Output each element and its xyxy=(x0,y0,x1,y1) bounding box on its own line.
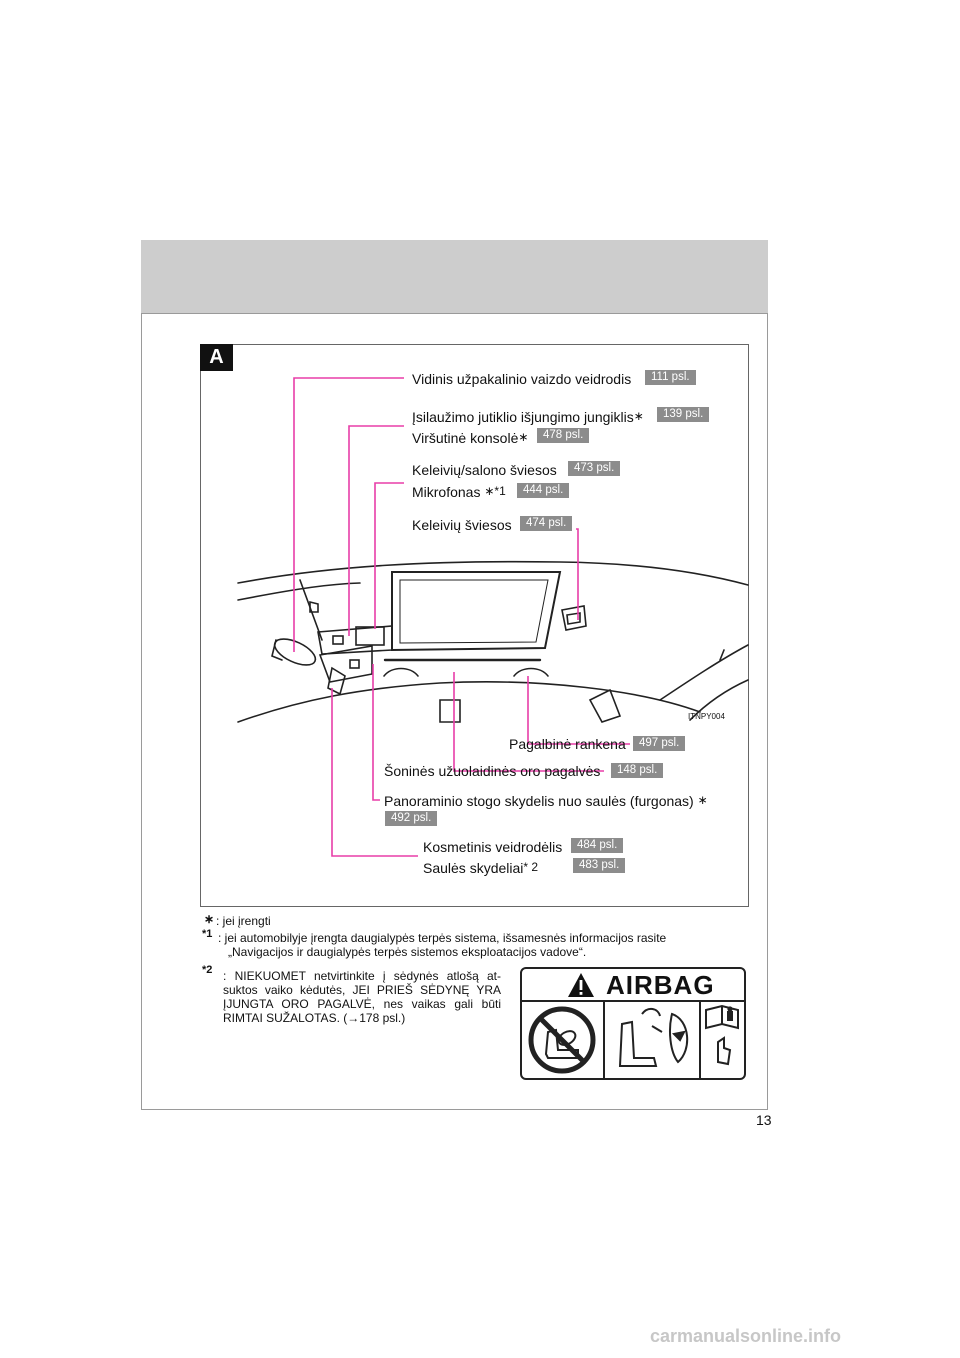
star-mark: * 2 xyxy=(523,860,539,874)
footnote-2-mark: *2 xyxy=(202,964,213,976)
page-ref-badge[interactable]: 473 psl. xyxy=(568,461,621,476)
page-number: 13 xyxy=(756,1112,772,1128)
star-mark: ∗ xyxy=(697,793,708,807)
airbag-pictograms xyxy=(528,1002,739,1078)
section-figure-box xyxy=(200,344,749,907)
airbag-deploy-icon xyxy=(618,1008,689,1067)
page-ref-badge[interactable]: 484 psl. xyxy=(571,838,624,853)
star-mark: ∗ xyxy=(518,430,529,444)
callout-sun-visors: Saulės skydeliai* 2 xyxy=(423,858,538,877)
footnote-1-text: : jei automobilyje įrengta daugialypės t… xyxy=(218,931,667,945)
footnote-optional: : jei įrengti xyxy=(216,914,271,928)
callout-intrusion-sensor-switch: Įsilaužimo jutiklio išjungimo jungiklis∗ xyxy=(412,407,644,426)
page-ref-badge[interactable]: 492 psl. xyxy=(385,811,438,826)
callout-personal-lights: Keleivių šviesos xyxy=(412,517,512,533)
leader-lines xyxy=(293,377,630,857)
no-child-seat-icon xyxy=(528,1006,596,1074)
callout-microphone: Mikrofonas ∗*1 xyxy=(412,482,506,501)
page-ref-badge[interactable]: 474 psl. xyxy=(520,516,573,531)
page-ref-badge[interactable]: 148 psl. xyxy=(611,763,664,778)
star-mark: ∗*1 xyxy=(484,484,506,498)
footnote-2-warning: : NIEKUOMET netvirtinkite į sėdynės atlo… xyxy=(223,969,501,1025)
callout-vanity-mirror: Kosmetinis veidrodėlis xyxy=(423,839,563,855)
callout-text: Įsilaužimo jutiklio išjungimo jungiklis xyxy=(412,409,634,425)
section-tag: A xyxy=(200,344,233,371)
callout-rearview-mirror: Vidinis užpakalinio vaizdo veidrodis xyxy=(412,371,632,387)
page-ref-badge[interactable]: 478 psl. xyxy=(537,428,590,443)
watermark: carmanualsonline.info xyxy=(650,1326,842,1346)
callout-text: Viršutinė konsolė xyxy=(412,430,519,446)
footnote-1-text-cont: „Navigacijos ir daugialypės terpės siste… xyxy=(228,945,587,959)
footnote-1-mark: *1 xyxy=(202,928,213,940)
page-ref-badge[interactable]: 139 psl. xyxy=(657,407,710,422)
star-mark: ∗ xyxy=(633,409,644,423)
figure-code: ITNPY004 xyxy=(688,712,725,721)
read-manual-icon xyxy=(705,1004,739,1066)
airbag-label-header: AIRBAG xyxy=(522,969,744,1002)
page-ref-badge[interactable]: 111 psl. xyxy=(645,370,696,385)
callout-assist-grip: Pagalbinė rankena xyxy=(509,736,626,752)
callout-curtain-airbags: Šoninės užuolaidinės oro pagalvės xyxy=(384,763,601,779)
airbag-warning-label: AIRBAG xyxy=(520,967,746,1080)
page-ref-badge[interactable]: 483 psl. xyxy=(573,858,626,873)
warning-triangle-icon xyxy=(568,973,594,997)
page-ref-badge[interactable]: 497 psl. xyxy=(633,736,686,751)
airbag-title: AIRBAG xyxy=(606,970,715,1000)
callout-panoramic-roof-shade: Panoraminio stogo skydelis nuo saulės (f… xyxy=(384,791,708,810)
page-header-band xyxy=(141,240,768,314)
callout-overhead-console: Viršutinė konsolė∗ xyxy=(412,428,528,447)
footnote-star-mark: ∗ xyxy=(204,912,215,926)
callout-text: Mikrofonas xyxy=(412,484,485,500)
callout-interior-lights: Keleivių/salono šviesos xyxy=(412,462,557,478)
callout-text: Panoraminio stogo skydelis nuo saulės (f… xyxy=(384,793,698,809)
page-ref-badge[interactable]: 444 psl. xyxy=(517,483,570,498)
callout-text: Saulės skydeliai xyxy=(423,860,524,876)
